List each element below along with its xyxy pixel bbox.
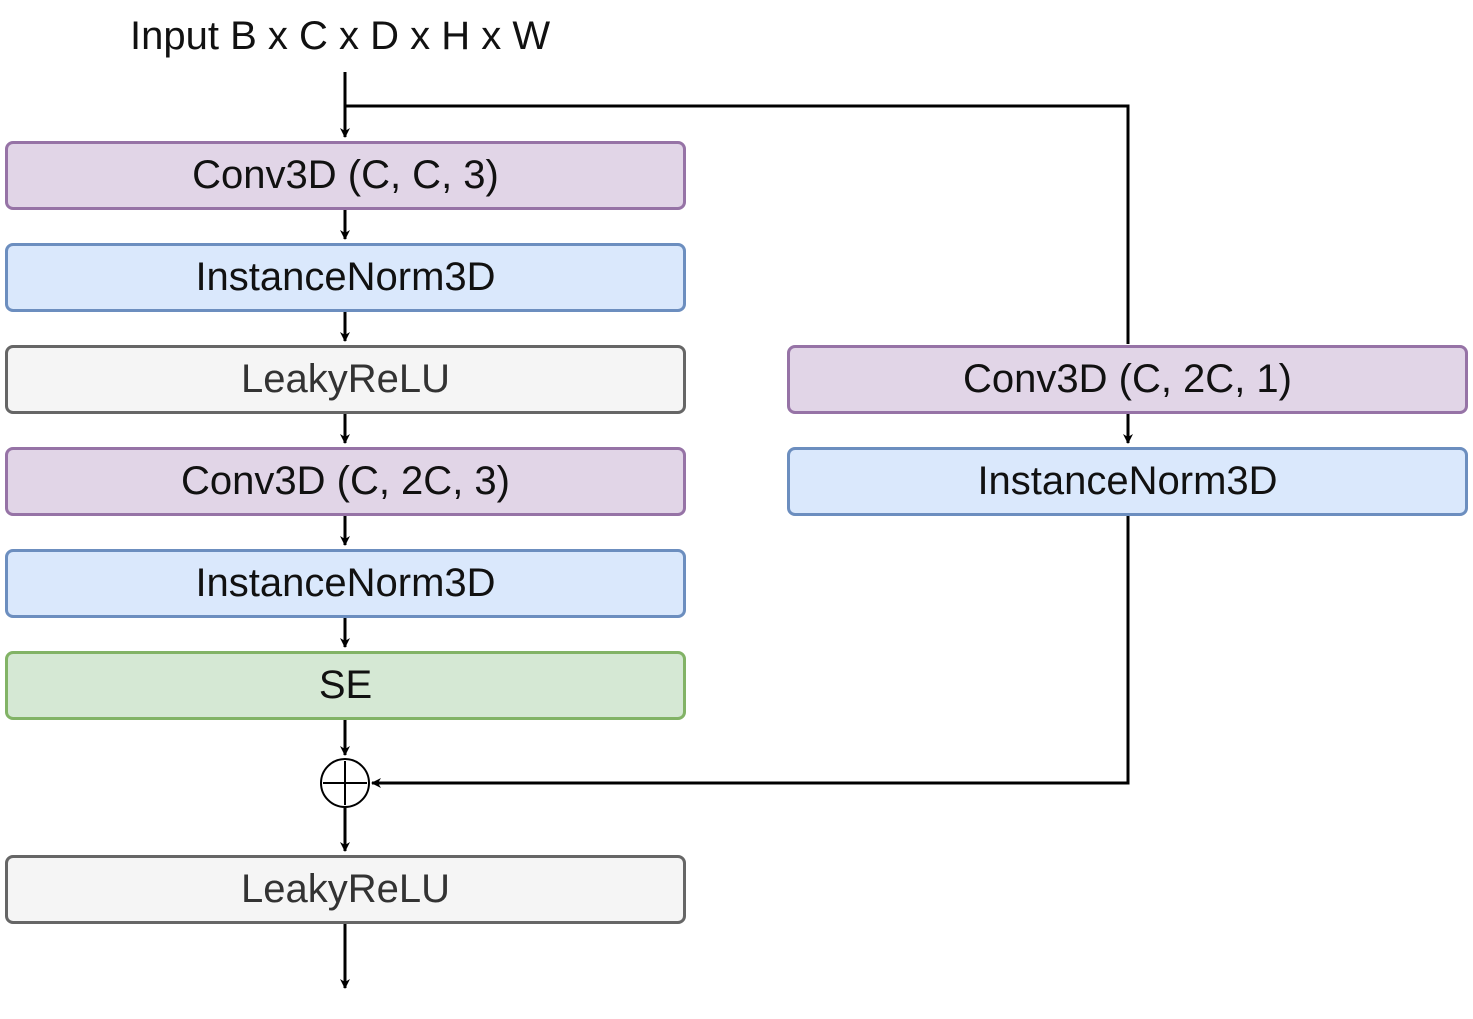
input-label: Input B x C x D x H x W <box>130 14 551 58</box>
instancenorm-block-2: InstanceNorm3D <box>5 549 686 618</box>
skip-instancenorm-block: InstanceNorm3D <box>787 447 1468 516</box>
add-node-icon <box>320 758 370 808</box>
instancenorm-block-1: InstanceNorm3D <box>5 243 686 312</box>
leakyrelu-block-output: LeakyReLU <box>5 855 686 924</box>
skip-conv3d-block: Conv3D (C, 2C, 1) <box>787 345 1468 414</box>
conv3d-block-2: Conv3D (C, 2C, 3) <box>5 447 686 516</box>
skip-line-top <box>345 104 1130 344</box>
leakyrelu-block-1: LeakyReLU <box>5 345 686 414</box>
skip-line-return <box>371 516 1130 788</box>
se-block: SE <box>5 651 686 720</box>
conv3d-block-1: Conv3D (C, C, 3) <box>5 141 686 210</box>
